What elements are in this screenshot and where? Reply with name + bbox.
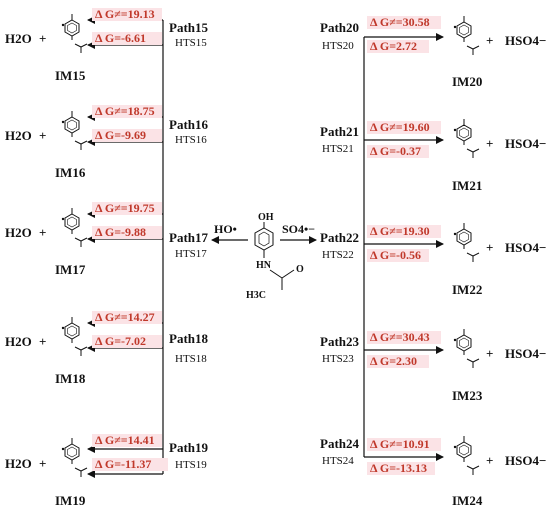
hts-label: HTS24 xyxy=(322,455,354,467)
left-path-16: Δ G≠=18.75 Δ G=-9.69 Path16 HTS16 H2O + … xyxy=(5,104,209,180)
dg-ts-label: Δ G≠=19.13 xyxy=(95,7,155,21)
side-product: HSO4− xyxy=(505,240,546,255)
im-label: IM19 xyxy=(55,493,86,508)
side-product: H2O xyxy=(5,334,32,349)
dg-label: Δ G=2.72 xyxy=(370,39,417,53)
dg-label: Δ G=-13.13 xyxy=(370,461,427,475)
side-product: H2O xyxy=(5,128,32,143)
dg-ts-label: Δ G≠=30.58 xyxy=(370,15,430,29)
hts-label: HTS20 xyxy=(322,40,354,52)
path-label: Path17 xyxy=(169,230,209,245)
im-label: IM24 xyxy=(452,493,483,508)
plus-sign: + xyxy=(486,346,493,361)
product-molecule xyxy=(61,110,88,151)
dg-ts-label: Δ G≠=18.75 xyxy=(95,104,155,118)
dg-ts-label: Δ G≠=30.43 xyxy=(370,330,430,344)
path-label: Path21 xyxy=(320,124,359,139)
left-path-18: Δ G≠=14.27 Δ G=-7.02 Path18 HTS18 H2O + … xyxy=(5,310,209,386)
hts-label: HTS15 xyxy=(175,37,207,49)
plus-sign: + xyxy=(39,31,46,46)
hts-label: HTS16 xyxy=(175,134,207,146)
product-molecule xyxy=(453,435,480,476)
side-product: HSO4− xyxy=(505,346,546,361)
path-label: Path15 xyxy=(169,20,209,35)
side-product: HSO4− xyxy=(505,136,546,151)
dg-label: Δ G=-9.88 xyxy=(95,225,146,239)
product-molecule xyxy=(61,316,88,357)
path-label: Path19 xyxy=(169,440,209,455)
path-label: Path24 xyxy=(320,436,360,451)
plus-sign: + xyxy=(39,128,46,143)
side-product: H2O xyxy=(5,456,32,471)
im-label: IM20 xyxy=(452,74,482,89)
product-molecule xyxy=(453,328,480,369)
plus-sign: + xyxy=(39,456,46,471)
product-molecule xyxy=(453,222,480,263)
dg-label: Δ G=2.30 xyxy=(370,354,417,368)
product-molecule xyxy=(61,13,88,54)
hts-label: HTS21 xyxy=(322,143,354,155)
product-molecule xyxy=(61,207,88,248)
left-path-19: Δ G≠=14.41 Δ G=-11.37 Path19 HTS19 H2O +… xyxy=(5,433,209,508)
dg-ts-label: Δ G≠=19.30 xyxy=(370,224,430,238)
h3c-label: H3C xyxy=(246,290,266,301)
im-label: IM16 xyxy=(55,165,86,180)
product-molecule xyxy=(453,15,480,56)
im-label: IM23 xyxy=(452,388,483,403)
left-path-15: Δ G≠=19.13 Δ G=-6.61 Path15 HTS15 H2O + … xyxy=(5,7,209,83)
hts-label: HTS22 xyxy=(322,249,354,261)
so4-radical-label: SO4•− xyxy=(282,222,315,236)
dg-label: Δ G=-9.69 xyxy=(95,128,146,142)
im-label: IM15 xyxy=(55,68,86,83)
side-product: HSO4− xyxy=(505,33,546,48)
plus-sign: + xyxy=(486,453,493,468)
dg-label: Δ G=-6.61 xyxy=(95,31,146,45)
plus-sign: + xyxy=(486,136,493,151)
right-path-20: Δ G≠=30.58 Δ G=2.72 Path20 HTS20 + HSO4−… xyxy=(320,15,546,89)
hts-label: HTS19 xyxy=(175,459,207,471)
reactant-center: HO• SO4•− OH HN O H3C xyxy=(211,212,317,301)
dg-ts-label: Δ G≠=10.91 xyxy=(370,437,430,451)
dg-ts-label: Δ G≠=14.27 xyxy=(95,310,155,324)
im-label: IM22 xyxy=(452,282,482,297)
right-path-21: Δ G≠=19.60 Δ G=-0.37 Path21 HTS21 + HSO4… xyxy=(320,118,546,193)
im-label: IM21 xyxy=(452,178,482,193)
dg-label: Δ G=-0.37 xyxy=(370,144,421,158)
dg-ts-label: Δ G≠=19.75 xyxy=(95,201,155,215)
dg-ts-label: Δ G≠=14.41 xyxy=(95,433,155,447)
left-path-17: Δ G≠=19.75 Δ G=-9.88 Path17 HTS17 H2O + … xyxy=(5,201,209,277)
right-path-23: Δ G≠=30.43 Δ G=2.30 Path23 HTS23 + HSO4−… xyxy=(320,328,546,403)
ho-radical-label: HO• xyxy=(214,222,237,236)
side-product: H2O xyxy=(5,31,32,46)
plus-sign: + xyxy=(39,225,46,240)
path-label: Path23 xyxy=(320,334,360,349)
im-label: IM18 xyxy=(55,371,86,386)
path-label: Path22 xyxy=(320,230,359,245)
im-label: IM17 xyxy=(55,262,86,277)
hts-label: HTS17 xyxy=(175,248,207,260)
side-product: H2O xyxy=(5,225,32,240)
dg-label: Δ G=-0.56 xyxy=(370,248,421,262)
right-path-22: Δ G≠=19.30 Δ G=-0.56 Path22 HTS22 + HSO4… xyxy=(320,222,546,297)
product-molecule xyxy=(453,118,480,159)
plus-sign: + xyxy=(486,33,493,48)
product-molecule xyxy=(61,437,88,478)
plus-sign: + xyxy=(486,240,493,255)
oh-label: OH xyxy=(258,212,274,223)
side-product: HSO4− xyxy=(505,453,546,468)
hn-label: HN xyxy=(256,260,272,271)
path-label: Path18 xyxy=(169,331,209,346)
dg-ts-label: Δ G≠=19.60 xyxy=(370,120,430,134)
plus-sign: + xyxy=(39,334,46,349)
path-label: Path20 xyxy=(320,20,359,35)
dg-label: Δ G=-11.37 xyxy=(95,457,151,471)
dg-label: Δ G=-7.02 xyxy=(95,334,146,348)
hts-label: HTS18 xyxy=(175,353,207,365)
right-path-24: Δ G≠=10.91 Δ G=-13.13 Path24 HTS24 + HSO… xyxy=(320,435,546,508)
path-label: Path16 xyxy=(169,117,209,132)
o-label: O xyxy=(296,264,304,275)
hts-label: HTS23 xyxy=(322,353,354,365)
